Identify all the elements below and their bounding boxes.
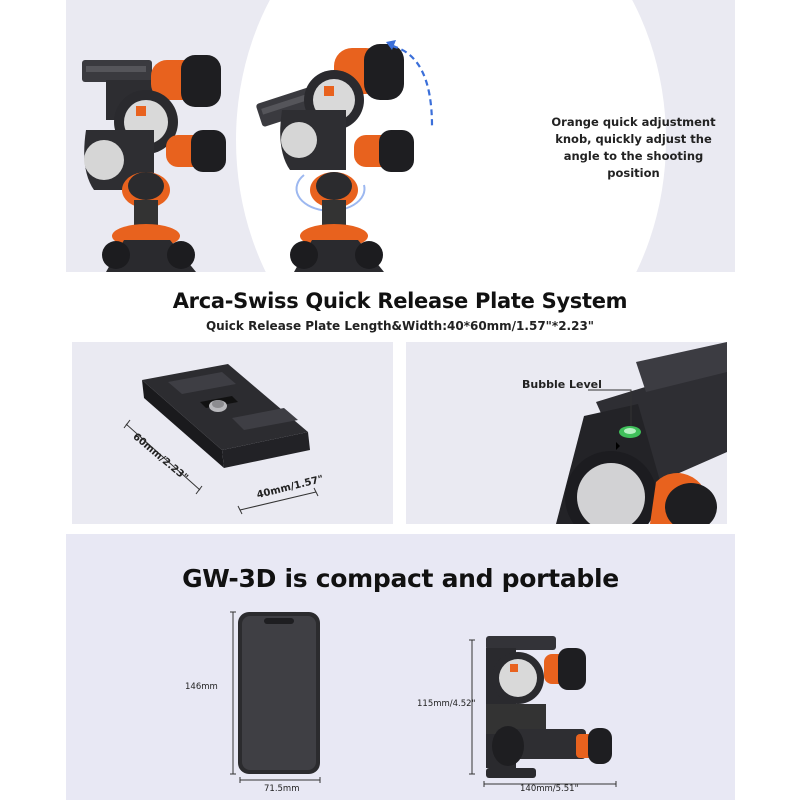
gimbal-height-label: 115mm/4.52"	[417, 699, 476, 709]
gimbal-dimension-lines	[469, 639, 617, 787]
gimbal-width-label: 140mm/5.51"	[520, 784, 579, 794]
phone-width-label: 71.5mm	[264, 784, 300, 794]
bubble-level-panel: Bubble Level	[406, 342, 727, 524]
bubble-level-label: Bubble Level	[522, 378, 602, 391]
compact-section-title: GW-3D is compact and portable	[182, 564, 619, 593]
compact-section: GW-3D is compact and portable 146mm 71.5…	[66, 534, 735, 800]
gimbal-head-before-image	[82, 55, 226, 272]
hero-section: Orange quick adjustment knob, quickly ad…	[66, 0, 735, 272]
knob-caption: Orange quick adjustment knob, quickly ad…	[551, 115, 716, 180]
plate-section-title: Arca-Swiss Quick Release Plate System	[172, 289, 628, 313]
gimbal-head-compact-image	[486, 636, 612, 778]
quick-release-plate-image	[123, 364, 319, 515]
plate-section-subtitle: Quick Release Plate Length&Width:40*60mm…	[205, 319, 595, 333]
gimbal-head-after-image	[256, 44, 414, 272]
rotation-arrow-icon	[386, 40, 434, 127]
phone-comparison-image	[238, 612, 320, 774]
phone-dimension-lines	[230, 611, 321, 783]
quick-release-plate-panel: 60mm/2.23" 40mm/1.57"	[72, 342, 393, 524]
bubble-level-closeup-image	[556, 342, 727, 524]
phone-height-label: 146mm	[185, 682, 218, 692]
